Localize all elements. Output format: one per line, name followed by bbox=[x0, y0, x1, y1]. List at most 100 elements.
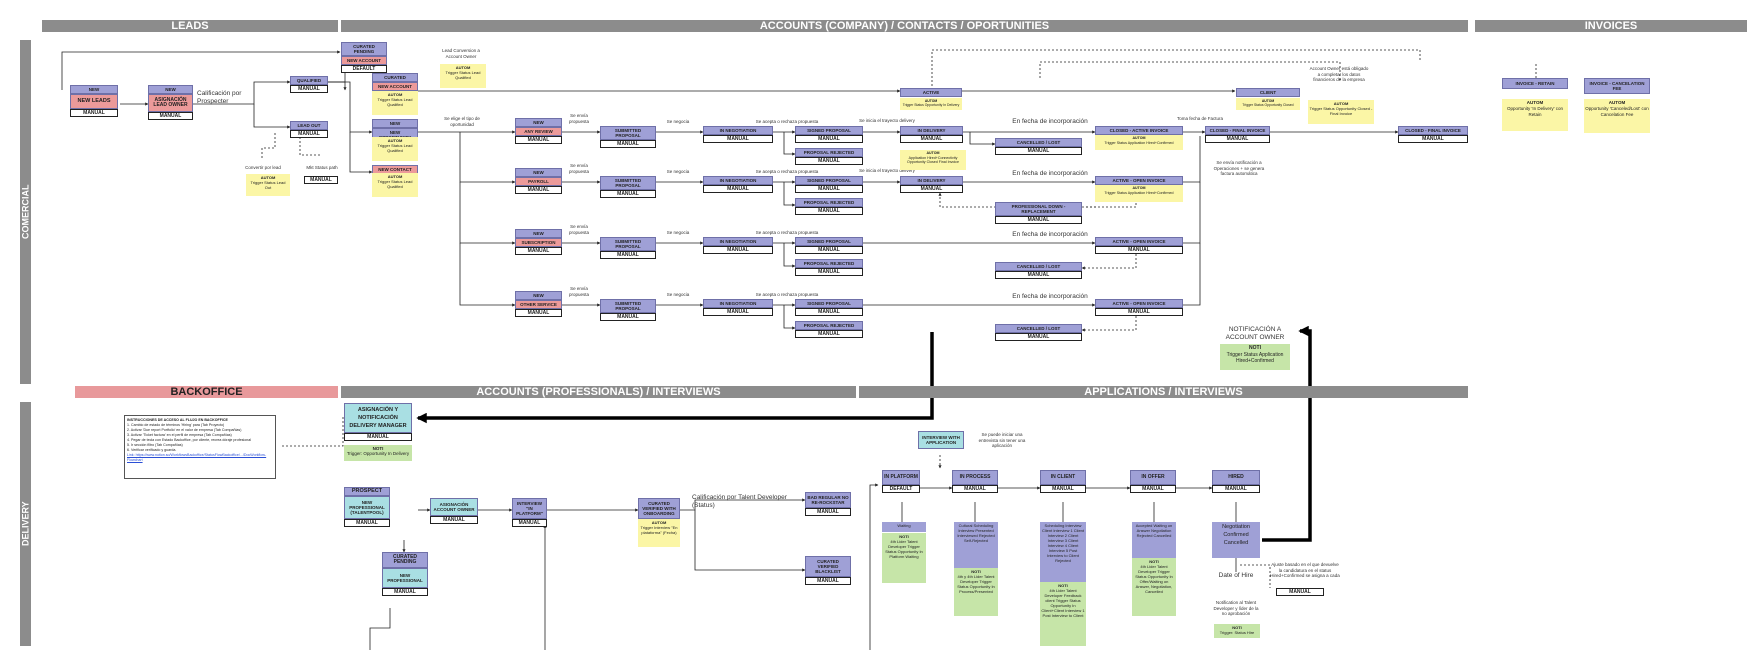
node-opp-2-header: NEW bbox=[515, 229, 562, 238]
node-in-client[interactable]: IN CLIENT MANUAL bbox=[1040, 470, 1086, 493]
node-opp-3-header: NEW bbox=[515, 291, 562, 300]
node-cancelled-3-header: CANCELLED / LOST bbox=[995, 324, 1082, 333]
node-closed-final-invoice[interactable]: CLOSED - FINAL INVOICE MANUAL bbox=[1398, 126, 1468, 143]
noti-delivery-body: Trigger: Opportunity In Delivery bbox=[346, 451, 410, 456]
notif-ops-text: Se envía notificación a Operaciones + se… bbox=[1213, 160, 1265, 176]
node-in-platform[interactable]: IN PLATFORM DEFAULT bbox=[882, 470, 920, 493]
node-qualified[interactable]: QUALIFIED MANUAL bbox=[290, 76, 328, 93]
node-asignacion-lead-owner[interactable]: NEW ASIGNACIÓN LEAD OWNER MANUAL bbox=[148, 85, 193, 120]
node-invoice-retain[interactable]: INVOICE - RETAIN bbox=[1502, 78, 1568, 89]
node-closed-final-header: CLOSED - FINAL INVOICE bbox=[1205, 126, 1270, 135]
in-offer-footer: MANUAL bbox=[1130, 485, 1176, 493]
note4-title: NOTI bbox=[1149, 559, 1159, 564]
node-manual-hired[interactable]: MANUAL bbox=[1276, 588, 1324, 596]
node-asignacion-delivery[interactable]: ASIGNACIÓN Y NOTIFICACIÓN DELIVERY MANAG… bbox=[344, 403, 412, 441]
edge-se-envia-0: Se envía propuesta bbox=[568, 113, 589, 124]
edge-se-acepta-1: Se acepta o rechaza propuesta bbox=[755, 169, 819, 174]
node-lead-out[interactable]: LEAD OUT MANUAL bbox=[290, 121, 328, 138]
node-invoice-cancel[interactable]: INVOICE - CANCELATION FEE bbox=[1584, 78, 1650, 94]
prospect-body: NEW PROFESSIONAL (TALENTPOOL) bbox=[344, 496, 390, 519]
node-active[interactable]: ACTIVE bbox=[900, 88, 962, 97]
node-curated-blacklist[interactable]: CURATED VERIFIED BLACKLIST MANUAL bbox=[805, 556, 851, 585]
node-active-open-1[interactable]: ACTIVE - OPEN INVOICE bbox=[1095, 176, 1183, 185]
edge-se-acepta-2: Se acepta o rechaza propuesta bbox=[755, 230, 819, 235]
node-new-account-curated[interactable]: CURATED NEW ACCOUNT bbox=[372, 73, 418, 91]
curated-pending-prof-header: CURATED PENDING bbox=[382, 552, 428, 568]
node-asignacion-account[interactable]: ASIGNACIÓN ACCOUNT OWNER MANUAL bbox=[430, 498, 478, 524]
node-new-account-pending[interactable]: CURATED PENDING NEW ACCOUNT DEFAULT bbox=[341, 42, 387, 73]
node-signed-1-header: SIGNED PROPOSAL bbox=[795, 176, 863, 185]
node-client[interactable]: CLIENT bbox=[1236, 88, 1300, 97]
instr-line: 3. Activar 'Ticket factura' en el perfil… bbox=[127, 433, 232, 437]
node-interview-platform[interactable]: INTERVIEW "IN PLATFORM" MANUAL bbox=[512, 498, 547, 527]
edge-se-envia-1: Se envía propuesta bbox=[568, 163, 589, 174]
node-active-open-3-header: ACTIVE - OPEN INVOICE bbox=[1095, 299, 1183, 308]
node-hired[interactable]: HIRED MANUAL bbox=[1212, 470, 1260, 493]
instr-link[interactable]: Link: https://www.notion.so/WorkflowsBac… bbox=[127, 453, 267, 462]
node-closed-final[interactable]: CLOSED - FINAL INVOICE MANUAL bbox=[1205, 126, 1270, 143]
instr-line: 1. Cambio de estado de términos 'Hiring'… bbox=[127, 423, 225, 427]
node-curated-pending-prof[interactable]: CURATED PENDING NEW PROFESSIONAL MANUAL bbox=[382, 552, 428, 596]
selection-text: Notification al Talent Developer y líder… bbox=[1213, 600, 1259, 616]
in-offer-header: IN OFFER bbox=[1130, 470, 1176, 485]
node-prof-replacement-footer: MANUAL bbox=[995, 216, 1082, 224]
node-rejected-3-footer: MANUAL bbox=[795, 330, 863, 338]
node-closed-active[interactable]: CLOSED - ACTIVE INVOICE bbox=[1095, 126, 1183, 135]
node-negotiation-3-header: IN NEGOTIATION bbox=[703, 299, 773, 308]
node-new-leads-body: NEW LEADS bbox=[70, 94, 118, 109]
node-manual-small[interactable]: MANUAL bbox=[304, 176, 338, 184]
node-new-leads[interactable]: NEW NEW LEADS MANUAL bbox=[70, 85, 118, 117]
band-applications: APPLICATIONS / INTERVIEWS bbox=[859, 386, 1468, 398]
bad-regular-header: BAD REGULAR NO RE-ROCKSTAR bbox=[805, 492, 851, 508]
instr-line: 4. Pegar de tecla con Estado Backoffice,… bbox=[127, 438, 251, 442]
autom-3-body: Trigger Status Lead Qualified bbox=[377, 143, 413, 153]
bad-regular-footer: MANUAL bbox=[805, 508, 851, 516]
node-in-offer[interactable]: IN OFFER MANUAL bbox=[1130, 470, 1176, 493]
band-delivery: DELIVERY bbox=[20, 402, 31, 646]
edge-fecha-1: En fecha de incorporación bbox=[1012, 170, 1088, 177]
node-prospect[interactable]: PROSPECT NEW PROFESSIONAL (TALENTPOOL) M… bbox=[344, 487, 390, 527]
node-in-process[interactable]: IN PROCESS MANUAL bbox=[952, 470, 998, 493]
node-submitted-1-footer: MANUAL bbox=[600, 190, 656, 198]
node-signed-0-footer: MANUAL bbox=[795, 135, 863, 143]
in-process-footer: MANUAL bbox=[952, 485, 998, 493]
interview-platform-header: INTERVIEW "IN PLATFORM" bbox=[512, 498, 547, 519]
node-interview-application[interactable]: INTERVIEW WITH APPLICATION bbox=[918, 431, 964, 449]
node-submitted-3-footer: MANUAL bbox=[600, 313, 656, 321]
node-bad-regular[interactable]: BAD REGULAR NO RE-ROCKSTAR MANUAL bbox=[805, 492, 851, 516]
node-curated-verified[interactable]: CURATED VERIFIED WITH ONBOARDING bbox=[638, 498, 680, 519]
node-new-account-default: DEFAULT bbox=[341, 65, 387, 73]
autom-active-body: Trigger Status Opportunity In Delivery bbox=[902, 103, 960, 107]
